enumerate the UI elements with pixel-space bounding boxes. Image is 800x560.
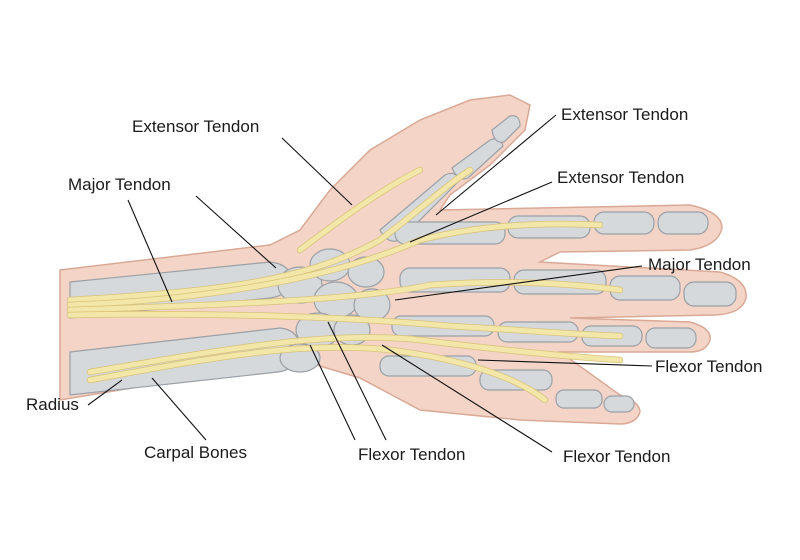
label-carpal-bones: Carpal Bones	[144, 443, 247, 462]
label-extensor-tendon-2: Extensor Tendon	[561, 105, 688, 124]
labels: Extensor Tendon Extensor Tendon Extensor…	[26, 105, 762, 466]
tendons	[66, 166, 624, 404]
label-extensor-tendon-3: Extensor Tendon	[557, 168, 684, 187]
label-flexor-tendon-3: Flexor Tendon	[563, 447, 670, 466]
label-major-tendon-1: Major Tendon	[68, 175, 171, 194]
label-flexor-tendon-1: Flexor Tendon	[655, 357, 762, 376]
label-flexor-tendon-2: Flexor Tendon	[358, 445, 465, 464]
label-extensor-tendon-1: Extensor Tendon	[132, 117, 259, 136]
label-radius: Radius	[26, 395, 79, 414]
leader-lines	[87, 114, 653, 453]
label-major-tendon-2: Major Tendon	[648, 255, 751, 274]
